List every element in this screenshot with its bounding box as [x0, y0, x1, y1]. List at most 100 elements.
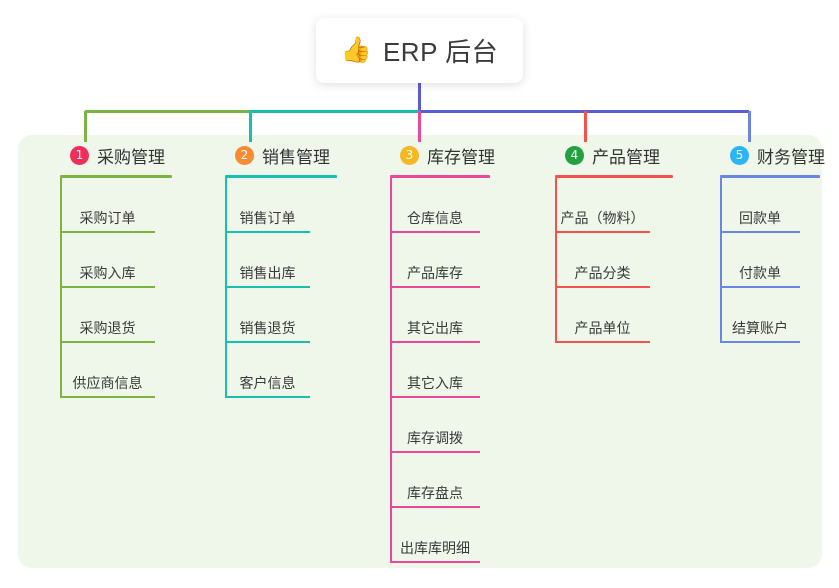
- branch-item[interactable]: 采购入库: [60, 233, 155, 288]
- branch-item-label: 产品分类: [574, 265, 631, 281]
- branch-item-list: 采购订单采购入库采购退货供应商信息: [60, 178, 172, 398]
- branch-item-label: 其它入库: [407, 375, 463, 391]
- branch-header[interactable]: 4 产品管理: [543, 135, 673, 175]
- root-node-card[interactable]: 👍 ERP 后台: [316, 18, 523, 83]
- branch-item-rule: [225, 396, 310, 398]
- branch-item[interactable]: 供应商信息: [60, 343, 155, 398]
- branch-item-rule: [60, 341, 155, 343]
- branch-number-badge: 5: [730, 145, 749, 165]
- branch-header[interactable]: 2 销售管理: [213, 135, 337, 175]
- branch-item-label: 供应商信息: [72, 375, 143, 391]
- branch-number-badge: 4: [565, 145, 584, 165]
- branch-item-label: 采购退货: [79, 320, 136, 336]
- branch-item-rule: [390, 561, 480, 563]
- branch-item[interactable]: 销售出库: [225, 233, 310, 288]
- branch-spine: [390, 178, 392, 563]
- branch-spine: [225, 178, 227, 398]
- branch-item-label: 付款单: [739, 265, 781, 281]
- branch-header-rule: [225, 175, 337, 178]
- branch-item-label: 结算账户: [732, 320, 788, 336]
- branch-spine: [720, 178, 722, 343]
- branch-item-label: 客户信息: [239, 375, 296, 391]
- branch-item-rule: [390, 451, 480, 453]
- branch-title: 采购管理: [97, 147, 165, 167]
- root-node-content: 👍 ERP 后台: [341, 32, 498, 69]
- branch-column: 2 销售管理销售订单销售出库销售退货客户信息: [213, 135, 337, 398]
- branch-item-rule: [225, 341, 310, 343]
- branch-item-label: 库存调拨: [407, 430, 463, 446]
- branch-item[interactable]: 采购订单: [60, 178, 155, 233]
- branch-item-list: 销售订单销售出库销售退货客户信息: [225, 178, 337, 398]
- branch-item-label: 出库库明细: [400, 540, 470, 556]
- branch-item-list: 产品（物料） 产品分类产品单位: [555, 178, 673, 343]
- branch-item-label: 其它出库: [407, 320, 463, 336]
- branch-number-badge: 1: [70, 145, 89, 165]
- branch-item[interactable]: 销售订单: [225, 178, 310, 233]
- branch-item-list: 回款单付款单结算账户: [720, 178, 825, 343]
- branch-item[interactable]: 库存调拨: [390, 398, 480, 453]
- branch-columns: 1 采购管理采购订单采购入库采购退货供应商信息 2 销售管理销售订单销售出库销售退货客…: [18, 135, 825, 568]
- thumbs-up-icon: 👍: [340, 36, 372, 64]
- branch-item-rule: [390, 396, 480, 398]
- branch-item[interactable]: 其它入库: [390, 343, 480, 398]
- branch-item[interactable]: 仓库信息: [390, 178, 480, 233]
- branch-item-label: 采购订单: [79, 210, 136, 226]
- branch-item-rule: [225, 286, 310, 288]
- branch-item-rule: [555, 341, 650, 343]
- branch-column: 1 采购管理采购订单采购入库采购退货供应商信息: [48, 135, 172, 398]
- branch-item-label: 销售订单: [239, 210, 296, 226]
- branch-item-rule: [555, 231, 650, 233]
- branch-item[interactable]: 库存盘点: [390, 453, 480, 508]
- branch-spine: [60, 178, 62, 398]
- branch-item[interactable]: 采购退货: [60, 288, 155, 343]
- branch-item-label: 销售出库: [239, 265, 296, 281]
- branch-item[interactable]: 出库库明细: [390, 508, 480, 563]
- branch-column: 3 库存管理仓库信息产品库存其它出库其它入库库存调拨库存盘点出库库明细: [378, 135, 495, 563]
- branch-item-label: 产品（物料）: [560, 210, 645, 226]
- branch-number-badge: 2: [235, 145, 254, 165]
- branch-header-rule: [60, 175, 172, 178]
- branch-item[interactable]: 结算账户: [720, 288, 800, 343]
- branch-item-rule: [60, 396, 155, 398]
- branch-item[interactable]: 产品库存: [390, 233, 480, 288]
- branch-header[interactable]: 5 财务管理: [708, 135, 825, 175]
- branch-item-rule: [720, 231, 800, 233]
- branch-item-label: 采购入库: [79, 265, 136, 281]
- branch-item-rule: [390, 506, 480, 508]
- branch-item-rule: [390, 231, 480, 233]
- branch-item-rule: [60, 231, 155, 233]
- branch-item-rule: [720, 341, 800, 343]
- branch-title: 库存管理: [427, 147, 495, 167]
- branch-header-rule: [555, 175, 673, 178]
- branch-item[interactable]: 产品（物料）: [555, 178, 650, 233]
- branch-item[interactable]: 客户信息: [225, 343, 310, 398]
- page-title: ERP 后台: [382, 37, 499, 67]
- branch-item-label: 回款单: [739, 210, 781, 226]
- diagram-panel: [18, 135, 822, 568]
- branch-header-rule: [390, 175, 490, 178]
- branch-spine: [555, 178, 557, 343]
- branch-item-label: 销售退货: [239, 320, 296, 336]
- branch-item-rule: [720, 286, 800, 288]
- branch-item-label: 库存盘点: [407, 485, 463, 501]
- branch-item[interactable]: 产品单位: [555, 288, 650, 343]
- branch-item[interactable]: 销售退货: [225, 288, 310, 343]
- branch-item-label: 产品单位: [574, 320, 631, 336]
- branch-item[interactable]: 回款单: [720, 178, 800, 233]
- branch-item[interactable]: 其它出库: [390, 288, 480, 343]
- branch-title: 财务管理: [757, 147, 825, 167]
- branch-title: 销售管理: [262, 147, 330, 167]
- branch-item-rule: [225, 231, 310, 233]
- branch-item-label: 产品库存: [407, 265, 463, 281]
- branch-header[interactable]: 3 库存管理: [378, 135, 495, 175]
- branch-item-rule: [390, 341, 480, 343]
- branch-header[interactable]: 1 采购管理: [48, 135, 172, 175]
- branch-item-rule: [390, 286, 480, 288]
- branch-title: 产品管理: [592, 147, 660, 167]
- branch-number-badge: 3: [400, 145, 419, 165]
- branch-item[interactable]: 产品分类: [555, 233, 650, 288]
- branch-item-label: 仓库信息: [407, 210, 463, 226]
- branch-item[interactable]: 付款单: [720, 233, 800, 288]
- branch-column: 4 产品管理产品（物料） 产品分类产品单位: [543, 135, 673, 343]
